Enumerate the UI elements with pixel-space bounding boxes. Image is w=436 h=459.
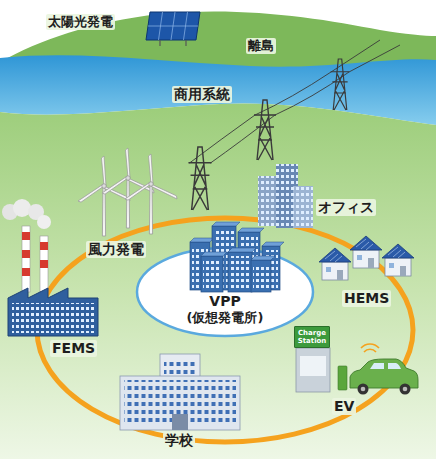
power-grid-part xyxy=(331,59,350,110)
vpp-building-top xyxy=(262,242,284,246)
wind-turbines-part xyxy=(101,148,155,228)
solar-panel-part xyxy=(146,12,200,40)
solar-label: 太陽光発電 xyxy=(46,14,115,30)
office-buildings xyxy=(258,164,313,228)
hems-houses xyxy=(319,236,414,280)
vpp-building-top xyxy=(201,252,227,256)
background-part xyxy=(0,103,436,459)
school-part xyxy=(164,358,196,376)
hems-houses-part xyxy=(319,248,351,280)
charge-station-part xyxy=(300,356,326,376)
power-grid-part xyxy=(254,100,276,160)
hems-houses-part xyxy=(350,236,382,268)
factory-part xyxy=(13,199,31,217)
vpp-building-windows xyxy=(230,256,250,290)
vpp-building-top xyxy=(228,248,256,252)
electric-car-part xyxy=(358,384,369,395)
vpp-building-windows xyxy=(203,260,221,290)
solar-panel xyxy=(146,12,200,46)
solar-panel-part xyxy=(160,40,186,46)
vpp-subtitle: (仮想発電所) xyxy=(135,310,315,326)
vpp-building xyxy=(228,252,252,292)
factory-part xyxy=(22,250,30,258)
school-part xyxy=(120,376,240,430)
power-grid-part xyxy=(188,147,211,210)
charge-station-part xyxy=(361,344,379,352)
vpp-building-top xyxy=(251,256,275,260)
hems-label: HEMS xyxy=(342,290,391,307)
electric-car-part xyxy=(361,387,366,392)
factory-part xyxy=(40,242,48,250)
factory-part xyxy=(22,232,30,240)
fems-label: FEMS xyxy=(50,340,97,357)
vpp-building-top xyxy=(190,238,214,242)
factory-part xyxy=(22,226,30,292)
factory-part xyxy=(12,303,94,333)
vpp-title: VPP xyxy=(135,293,315,310)
hems-houses-part xyxy=(382,244,414,276)
factory-part xyxy=(40,260,48,268)
background xyxy=(0,11,436,459)
school-part xyxy=(172,414,188,430)
wind-turbines-part xyxy=(124,154,178,234)
charge-sign: Charge Station xyxy=(294,326,330,348)
school-part xyxy=(160,354,200,378)
charge-station-part xyxy=(338,366,347,390)
wind-label: 風力発電 xyxy=(86,241,146,258)
island-label: 離島 xyxy=(246,38,276,54)
factory-part xyxy=(8,288,98,336)
vpp-building-top xyxy=(238,228,264,232)
vpp-building xyxy=(251,260,271,292)
school-label: 学校 xyxy=(163,432,195,449)
vpp-text-block: VPP(仮想発電所) xyxy=(135,293,315,326)
vpp-building-top xyxy=(212,222,240,226)
school xyxy=(120,354,240,430)
solar-panel-part xyxy=(148,12,198,40)
wind-turbines-part xyxy=(77,156,131,236)
grid-label: 商用系統 xyxy=(172,86,232,103)
factory-part xyxy=(40,236,48,292)
electric-car-part xyxy=(400,384,411,395)
vpp-building-windows xyxy=(253,264,269,290)
ev-label: EV xyxy=(332,398,356,415)
wind-turbines xyxy=(77,148,178,236)
office-buildings-part xyxy=(293,186,313,228)
electric-car-part xyxy=(370,363,401,369)
vpp-node: VPP(仮想発電所) xyxy=(135,200,315,340)
electric-car-part xyxy=(403,387,408,392)
charge-station-part xyxy=(296,348,330,392)
factory xyxy=(2,199,98,336)
electric-car-part xyxy=(350,359,418,388)
office-buildings-part xyxy=(293,186,313,228)
vpp-building xyxy=(201,256,223,292)
office-label: オフィス xyxy=(316,199,376,216)
factory-part xyxy=(37,215,51,229)
electric-car xyxy=(350,359,418,395)
factory-part xyxy=(22,268,30,276)
